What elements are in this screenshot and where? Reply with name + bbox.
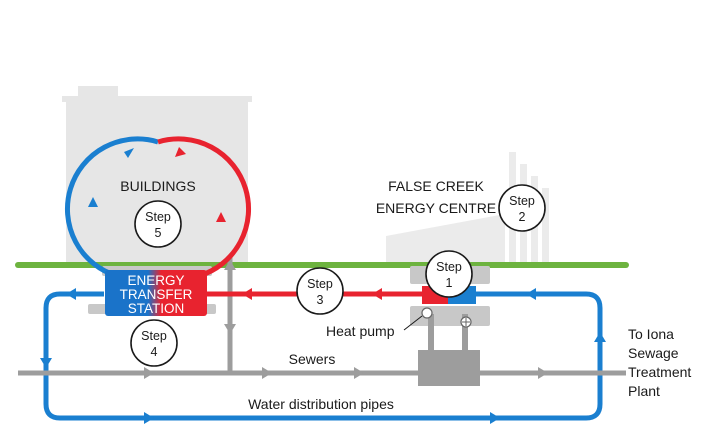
buildings-label: BUILDINGS — [120, 178, 195, 194]
step-4-badge: Step 4 — [130, 319, 178, 367]
water-pipes-label: Water distribution pipes — [248, 396, 394, 412]
step-2-word: Step — [509, 194, 535, 208]
water-distribution-loop — [40, 286, 606, 424]
step-2-number: 2 — [519, 210, 526, 224]
plant-label-line1: To Iona — [628, 326, 674, 342]
plant-label-line3: Treatment — [628, 364, 691, 380]
step-1-number: 1 — [446, 276, 453, 290]
building-loop — [64, 136, 252, 279]
heat-pump-label: Heat pump — [326, 323, 395, 339]
ets-label-line2: TRANSFER — [120, 287, 193, 302]
plant-label-line2: Sewage — [628, 345, 679, 361]
sewers-label: Sewers — [289, 351, 336, 367]
step-4-word: Step — [141, 329, 167, 343]
ets-label-line3: STATION — [128, 301, 185, 316]
heat-pump-leader — [403, 315, 423, 331]
step-3-number: 3 — [317, 293, 324, 307]
heat-pump-unit — [418, 286, 480, 386]
step-5-number: 5 — [155, 226, 162, 240]
plant-label-line4: Plant — [628, 383, 660, 399]
step-4-number: 4 — [151, 345, 158, 359]
step-2-badge: Step 2 — [498, 184, 546, 232]
sewer-line — [18, 256, 626, 379]
energy-centre-label-line2: ENERGY CENTRE — [376, 200, 496, 216]
step-1-badge: Step 1 — [425, 250, 473, 298]
step-1-word: Step — [436, 260, 462, 274]
step-3-badge: Step 3 — [296, 267, 344, 315]
energy-transfer-station: ENERGY TRANSFER STATION — [105, 270, 207, 316]
step-5-word: Step — [145, 210, 171, 224]
ets-label-line1: ENERGY — [127, 273, 184, 288]
energy-centre-label-line1: FALSE CREEK — [388, 178, 484, 194]
step-3-word: Step — [307, 277, 333, 291]
step-5-badge: Step 5 — [134, 200, 182, 248]
